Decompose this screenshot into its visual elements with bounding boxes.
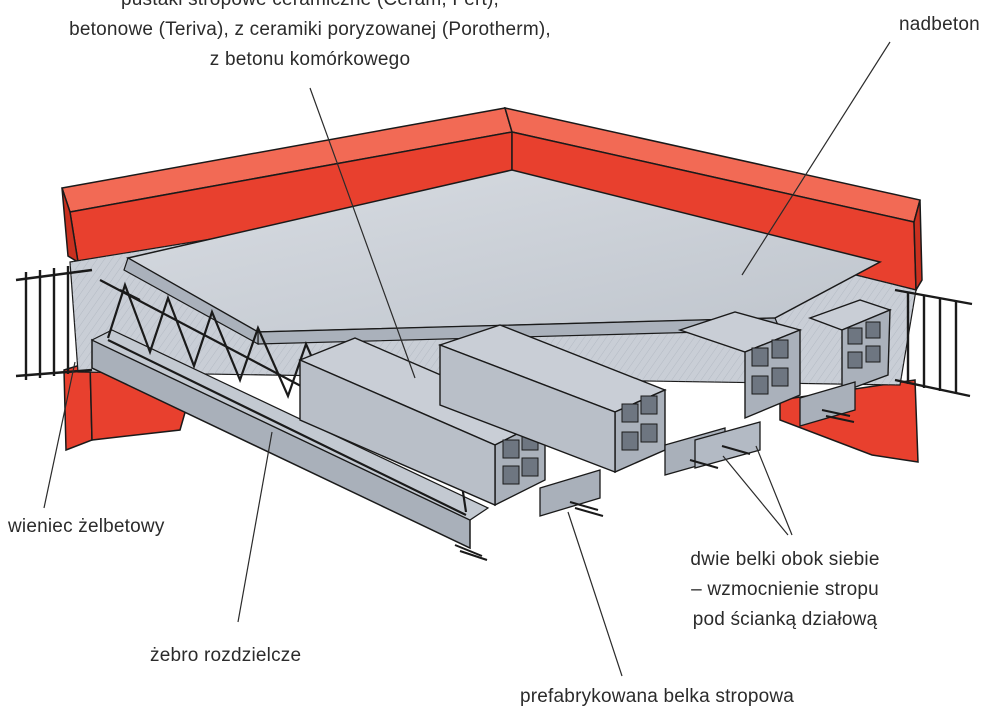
rebar-cage-right bbox=[894, 288, 973, 398]
label-blocks-line2: betonowe (Teriva), z ceramiki poryzowane… bbox=[69, 19, 551, 40]
leader-blocks bbox=[309, 87, 416, 379]
concrete-topping bbox=[123, 169, 883, 346]
label-blocks-line1: pustaki stropowe ceramiczne (Ceram, Fert… bbox=[20, 0, 600, 14]
label-double-beams-line3: pod ścianką działową bbox=[692, 609, 878, 630]
double-beams bbox=[664, 421, 761, 476]
label-rib: żebro rozdzielcze bbox=[150, 645, 302, 666]
brick-wall-back-left bbox=[61, 107, 513, 264]
leader-double-beams-1 bbox=[722, 455, 789, 536]
leader-double-beams-2 bbox=[755, 445, 793, 536]
label-ring-beam: wieniec żelbetowy bbox=[8, 516, 165, 537]
leader-topping bbox=[741, 41, 891, 276]
prefab-beam-4 bbox=[799, 381, 856, 427]
label-blocks-line3: z betonu komórkowego bbox=[209, 49, 411, 70]
prefab-beam-1 bbox=[90, 329, 490, 550]
prefab-beam-2 bbox=[539, 469, 601, 517]
leader-rib bbox=[237, 431, 273, 623]
hollow-block-row-3 bbox=[677, 311, 803, 420]
leader-ring-beam bbox=[43, 361, 76, 509]
label-beam: prefabrykowana belka stropowa bbox=[520, 686, 795, 707]
label-double-beams-line2: – wzmocnienie stropu bbox=[691, 579, 879, 600]
leader-beam bbox=[567, 511, 623, 677]
rebar-ends bbox=[454, 409, 855, 561]
label-topping: nadbeton bbox=[899, 14, 980, 35]
leader-lines bbox=[43, 41, 891, 677]
hollow-block-row-4 bbox=[807, 299, 892, 394]
label-double-beams-line1: dwie belki obok siebie bbox=[690, 549, 880, 570]
hollow-block-row-2 bbox=[437, 324, 667, 474]
brick-wall-front-left bbox=[63, 360, 191, 452]
rebar-cage-left bbox=[15, 266, 93, 380]
